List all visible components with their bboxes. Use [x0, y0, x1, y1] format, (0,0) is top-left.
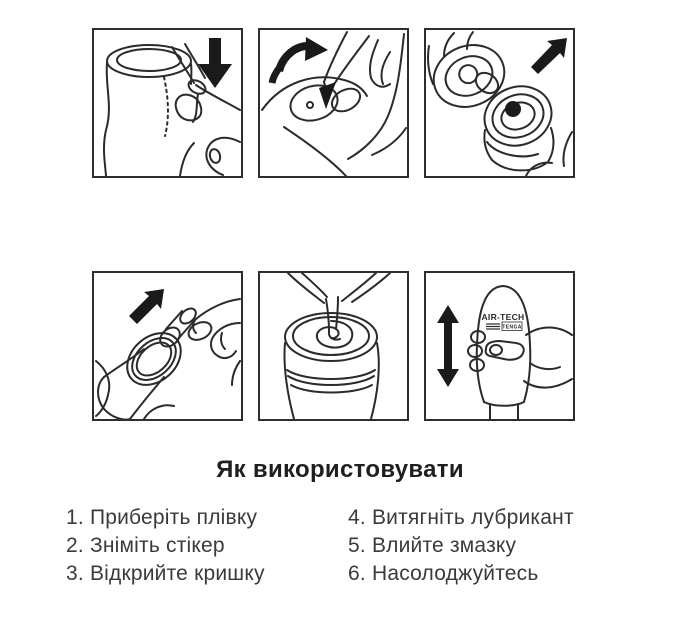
- instruction-step-6: 6. Насолоджуйтесь: [348, 562, 539, 585]
- illustration-pull-lubricant: [95, 289, 241, 419]
- arrow-vertical-double-icon: [437, 305, 459, 387]
- brand-name-label: TENGA: [502, 325, 522, 331]
- sticker-flap: [319, 82, 336, 109]
- instruction-step-4: 4. Витягніть лубрикант: [348, 506, 574, 529]
- instruction-list-right: 4. Витягніть лубрикант 5. Влийте змазку …: [348, 504, 574, 588]
- step-2-panel: [258, 28, 409, 178]
- brand-stripes: [486, 323, 500, 330]
- step-6-panel: AIR-TECH TENGA: [424, 271, 575, 421]
- step-1-panel: [92, 28, 243, 178]
- illustration-peel-sticker: [261, 31, 407, 176]
- illustration-remove-film: [102, 38, 241, 176]
- arrow-up-right-icon: [531, 38, 567, 74]
- product-name-label: AIR-TECH: [481, 312, 524, 322]
- illustration-enjoy: AIR-TECH TENGA: [437, 285, 573, 419]
- instruction-step-3: 3. Відкрийте кришку: [66, 562, 265, 585]
- arrow-down-icon: [198, 38, 232, 88]
- instruction-step-2: 2. Зніміть стікер: [66, 534, 225, 557]
- product-label: AIR-TECH TENGA: [481, 312, 524, 331]
- step-3-panel: [424, 28, 575, 178]
- arrow-up-right-icon: [129, 289, 164, 324]
- instruction-list-left: 1. Приберіть плівку 2. Зніміть стікер 3.…: [66, 504, 265, 588]
- instruction-step-1: 1. Приберіть плівку: [66, 506, 258, 529]
- illustration-pour-lubricant: [283, 273, 391, 419]
- opening-hole: [505, 101, 521, 117]
- step-4-panel: [92, 271, 243, 421]
- illustration-open-cap: [427, 31, 573, 176]
- page-title: Як використовувати: [216, 456, 464, 483]
- step-5-panel: [258, 271, 409, 421]
- curved-arrow-icon: [268, 37, 328, 84]
- instruction-step-5: 5. Влийте змазку: [348, 534, 517, 557]
